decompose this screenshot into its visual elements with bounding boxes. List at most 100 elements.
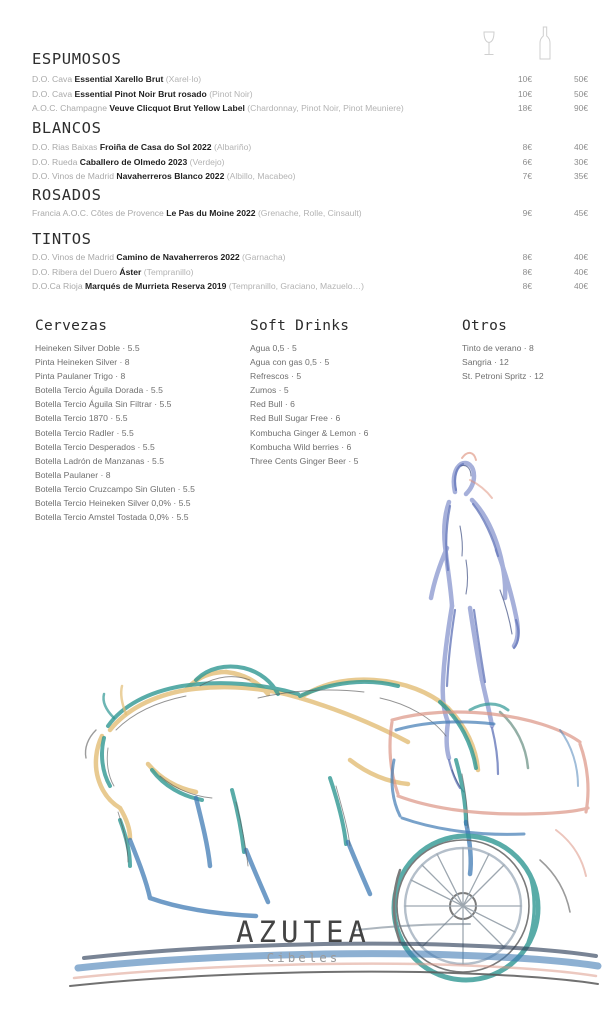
list-item: Botella Tercio Desperados · 5.5 [35,441,155,452]
wine-name: Le Pas du Moine 2022 [166,208,256,218]
wine-price-bottle: 50€ [574,74,588,84]
wine-row: A.O.C. Champagne Veuve Clicquot Brut Yel… [32,101,588,116]
wine-grapes: (Albariño) [213,142,252,152]
wine-price-bottle: 35€ [574,171,588,181]
wine-do: D.O. Rueda [32,156,78,167]
column-soft-drinks: Soft Drinks Agua 0,5 · 5 Agua con gas 0,… [250,318,455,468]
wine-name: Navaherreros Blanco 2022 [116,171,225,181]
wine-row: D.O. Rueda Caballero de Olmedo 2023 (Ver… [32,155,588,170]
section-title-blancos: BLANCOS [32,119,102,137]
wine-grapes: (Chardonnay, Pinot Noir, Pinot Meuniere) [247,103,404,113]
list-item: Botella Paulaner · 8 [35,469,111,480]
wine-row: D.O. Cava Essential Xarello Brut (Xarel·… [32,72,588,87]
wine-price-bottle: 40€ [574,252,588,262]
wine-row: D.O. Vinos de Madrid Navaherreros Blanco… [32,169,588,184]
wine-price-glass: 8€ [522,266,532,277]
brand-location: Cibeles [266,950,341,965]
wine-row: Francia A.O.C. Côtes de Provence Le Pas … [32,206,588,221]
wine-price-glass: 10€ [518,74,532,84]
wine-grapes: (Grenache, Rolle, Cinsault) [257,208,362,218]
list-item: Red Bull Sugar Free · 6 [250,413,341,424]
wine-price-bottle: 45€ [574,208,588,218]
wine-grapes: (Garnacha) [242,252,286,262]
wine-row: D.O.Ca Rioja Marqués de Murrieta Reserva… [32,279,588,294]
wine-do: D.O. Rias Baixas [32,142,98,152]
wine-bottle-icon [537,26,553,67]
wine-price-glass: 18€ [518,103,532,113]
list-item: Pinta Heineken Silver · 8 [35,357,130,368]
wine-row: D.O. Ribera del Duero Áster (Tempranillo… [32,265,588,280]
list-item: Three Cents Ginger Beer · 5 [250,455,359,466]
wine-name: Marqués de Murrieta Reserva 2019 [85,281,227,291]
column-title-soft-drinks: Soft Drinks [250,318,350,334]
wine-rows-rosados: Francia A.O.C. Côtes de Provence Le Pas … [32,206,588,221]
wine-price-bottle: 90€ [574,103,588,113]
list-item: Botella Tercio Cruzcampo Sin Gluten · 5.… [35,483,195,494]
wine-price-bottle: 50€ [574,88,588,99]
brand-name: AZUTEA [236,915,371,949]
wine-price-glass: 8€ [522,281,532,291]
column-cervezas: Cervezas Heineken Silver Doble · 5.5 Pin… [35,318,250,524]
wine-price-glass: 7€ [522,171,532,181]
wine-do: D.O. Ribera del Duero [32,266,118,277]
wine-price-glass: 10€ [518,88,532,99]
column-title-otros: Otros [462,318,508,334]
wine-do: D.O.Ca Rioja [32,281,83,291]
list-item: Heineken Silver Doble · 5.5 [35,343,140,353]
list-item: Botella Tercio Heineken Silver 0,0% · 5.… [35,498,191,509]
section-title-tintos: TINTOS [32,230,92,248]
wine-do: D.O. Cava [32,88,73,99]
wine-price-glass: 6€ [522,156,532,167]
list-item: Red Bull · 6 [250,399,295,410]
wine-do: D.O. Vinos de Madrid [32,252,114,262]
column-otros: Otros Tinto de verano · 8 Sangria · 12 S… [462,318,602,383]
list-item: Botella Tercio 1870 · 5.5 [35,413,128,424]
wine-rows-espumosos: D.O. Cava Essential Xarello Brut (Xarel·… [32,72,588,116]
list-item: Tinto de verano · 8 [462,343,534,353]
wine-price-bottle: 40€ [574,266,588,277]
wine-row: D.O. Vinos de Madrid Camino de Navaherre… [32,250,588,265]
wine-price-bottle: 40€ [574,142,588,152]
list-item: Kombucha Wild berries · 6 [250,441,352,452]
wine-rows-tintos: D.O. Vinos de Madrid Camino de Navaherre… [32,250,588,294]
brand-logo: AZUTEA Cibeles [0,915,607,965]
wine-grapes: (Pinot Noir) [209,88,253,99]
wine-do: A.O.C. Champagne [32,103,107,113]
wine-row: D.O. Cava Essential Pinot Noir Brut rosa… [32,87,588,102]
wine-price-glass: 9€ [522,208,532,218]
wine-rows-blancos: D.O. Rias Baixas Froiña de Casa do Sol 2… [32,140,588,184]
list-item: Botella Tercio Amstel Tostada 0,0% · 5.5 [35,512,189,523]
wine-grapes: (Xarel·lo) [165,74,202,84]
wine-price-bottle: 30€ [574,156,588,167]
list-item: Kombucha Ginger & Lemon · 6 [250,427,369,438]
list-item: St. Petroni Spritz · 12 [462,371,544,382]
wine-grapes: (Albillo, Macabeo) [226,171,296,181]
cibeles-chariot-illustration [0,430,607,1024]
wine-name: Essential Pinot Noir Brut rosado [74,88,207,99]
wine-grapes: (Tempranillo) [143,266,194,277]
wine-name: Camino de Navaherreros 2022 [116,252,240,262]
wine-price-bottle: 40€ [574,281,588,291]
wine-glass-icon [481,30,497,65]
list-item: Refrescos · 5 [250,371,302,382]
column-title-cervezas: Cervezas [35,318,108,334]
wine-do: Francia A.O.C. Côtes de Provence [32,208,164,218]
wine-price-glass: 8€ [522,142,532,152]
wine-row: D.O. Rias Baixas Froiña de Casa do Sol 2… [32,140,588,155]
wine-name: Essential Xarello Brut [74,74,164,84]
section-title-espumosos: ESPUMOSOS [32,50,122,68]
wine-name: Áster [119,266,142,277]
price-column-headers [475,26,585,65]
list-item: Sangria · 12 [462,357,509,368]
section-title-rosados: ROSADOS [32,186,102,204]
list-item: Botella Tercio Radler · 5.5 [35,427,134,438]
list-item: Botella Tercio Águila Dorada · 5.5 [35,385,163,396]
wine-price-glass: 8€ [522,252,532,262]
wine-grapes: (Tempranillo, Graciano, Mazuelo…) [228,281,364,291]
wine-name: Caballero de Olmedo 2023 [79,156,188,167]
wine-grapes: (Verdejo) [189,156,225,167]
wine-name: Froiña de Casa do Sol 2022 [99,142,212,152]
list-item: Botella Ladrón de Manzanas · 5.5 [35,455,164,466]
list-item: Agua 0,5 · 5 [250,343,297,353]
